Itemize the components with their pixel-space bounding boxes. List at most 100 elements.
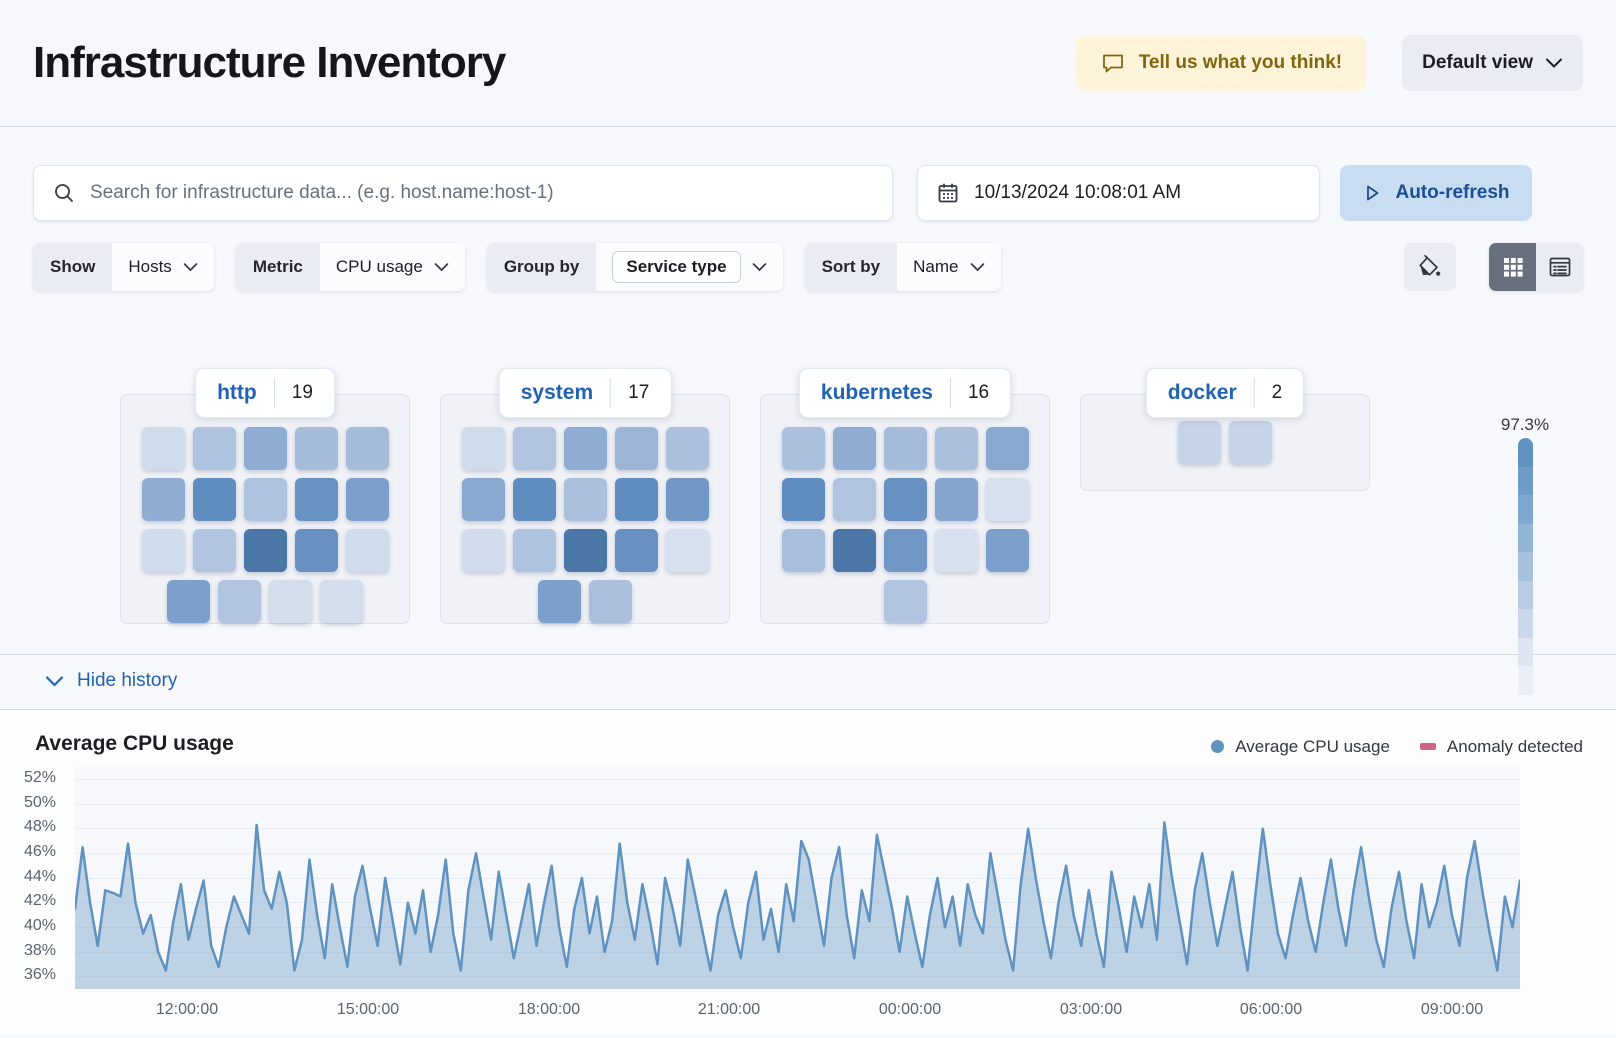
host-square[interactable] [781,529,825,572]
group-name[interactable]: kubernetes [820,381,933,404]
host-square[interactable] [563,529,607,572]
host-square[interactable] [269,580,312,623]
group-by-select[interactable]: Service type [596,243,782,291]
group-pill-system[interactable]: system 17 [498,368,672,418]
host-square[interactable] [512,529,556,572]
host-square[interactable] [614,529,658,572]
table-view-button[interactable] [1536,243,1583,291]
host-square[interactable] [345,529,389,572]
group-pill-http[interactable]: http 19 [195,368,335,418]
show-filter-group: Show Hosts [33,243,214,291]
metric-select[interactable]: CPU usage [320,243,465,291]
legend-rect-icon [1419,743,1436,750]
x-tick-label: 18:00:00 [517,1000,581,1018]
metric-label: Metric [235,243,320,291]
host-square[interactable] [218,580,261,623]
host-square[interactable] [192,529,236,572]
date-picker[interactable]: 10/13/2024 10:08:01 AM [917,165,1320,221]
host-square[interactable] [985,478,1029,521]
host-square[interactable] [141,529,185,572]
host-square[interactable] [781,478,825,521]
host-square[interactable] [832,427,876,470]
host-square[interactable] [563,427,607,470]
chevron-down-icon [434,262,449,272]
host-square[interactable] [294,529,338,572]
group-pill-docker[interactable]: docker 2 [1145,368,1305,418]
y-tick-label: 48% [23,818,56,836]
host-square[interactable] [345,478,389,521]
host-square[interactable] [1229,421,1272,464]
host-square[interactable] [934,529,978,572]
host-square[interactable] [883,580,927,623]
host-square[interactable] [461,478,505,521]
group-name[interactable]: system [520,381,594,404]
host-square[interactable] [192,478,236,521]
host-square[interactable] [141,478,185,521]
host-square[interactable] [781,427,825,470]
feedback-button[interactable]: Tell us what you think! [1075,35,1367,91]
host-square[interactable] [665,427,709,470]
host-square[interactable] [563,478,607,521]
host-square[interactable] [461,427,505,470]
host-square[interactable] [985,427,1029,470]
host-square[interactable] [665,529,709,572]
host-square[interactable] [512,427,556,470]
y-tick-label: 42% [23,892,56,910]
host-square[interactable] [294,427,338,470]
area-fill [75,822,1520,989]
group-pill-kubernetes[interactable]: kubernetes 16 [798,368,1012,418]
host-square[interactable] [294,478,338,521]
sort-by-select[interactable]: Name [897,243,1000,291]
x-tick-label: 12:00:00 [155,1000,219,1018]
group-by-pill[interactable]: Service type [612,251,741,283]
host-square[interactable] [320,580,363,623]
host-square[interactable] [883,529,927,572]
color-palette-button[interactable] [1404,243,1456,291]
show-label: Show [33,243,113,291]
host-square[interactable] [832,529,876,572]
group-name[interactable]: docker [1167,381,1237,404]
hide-history-toggle[interactable]: Hide history [45,670,177,692]
host-square[interactable] [1178,421,1221,464]
host-square[interactable] [512,478,556,521]
waffle-map-system [441,395,729,623]
host-square[interactable] [461,529,505,572]
view-selector-button[interactable]: Default view [1402,35,1583,91]
legend-item-anomaly[interactable]: Anomaly detected [1419,737,1583,757]
chart-plot-area[interactable] [75,766,1520,989]
feedback-button-label: Tell us what you think! [1138,52,1343,73]
legend-item-cpu[interactable]: Average CPU usage [1211,737,1390,757]
host-square[interactable] [192,427,236,470]
host-square[interactable] [883,478,927,521]
waffle-map-kubernetes [761,395,1049,623]
chevron-down-icon [45,675,64,688]
group-cards: http 19 system 17 kubernetes 16 [120,368,1616,624]
metric-filter-group: Metric CPU usage [235,243,465,291]
host-square[interactable] [934,427,978,470]
speech-bubble-icon [1100,50,1126,76]
host-square[interactable] [614,427,658,470]
host-square[interactable] [985,529,1029,572]
host-square[interactable] [589,580,632,623]
host-square[interactable] [538,580,581,623]
grid-view-button[interactable] [1489,243,1536,291]
host-square[interactable] [345,427,389,470]
date-picker-value: 10/13/2024 10:08:01 AM [974,182,1182,203]
chevron-down-icon [1545,57,1563,69]
host-square[interactable] [243,478,287,521]
host-square[interactable] [665,478,709,521]
host-square[interactable] [883,427,927,470]
host-square[interactable] [832,478,876,521]
host-square[interactable] [934,478,978,521]
host-square[interactable] [141,427,185,470]
group-name[interactable]: http [217,381,257,404]
search-input[interactable] [90,182,874,204]
show-select[interactable]: Hosts [112,243,213,291]
host-square[interactable] [167,580,210,623]
group-card-system: system 17 [440,368,730,624]
host-square[interactable] [243,529,287,572]
host-square[interactable] [614,478,658,521]
auto-refresh-button[interactable]: Auto-refresh [1340,165,1532,221]
host-square[interactable] [243,427,287,470]
